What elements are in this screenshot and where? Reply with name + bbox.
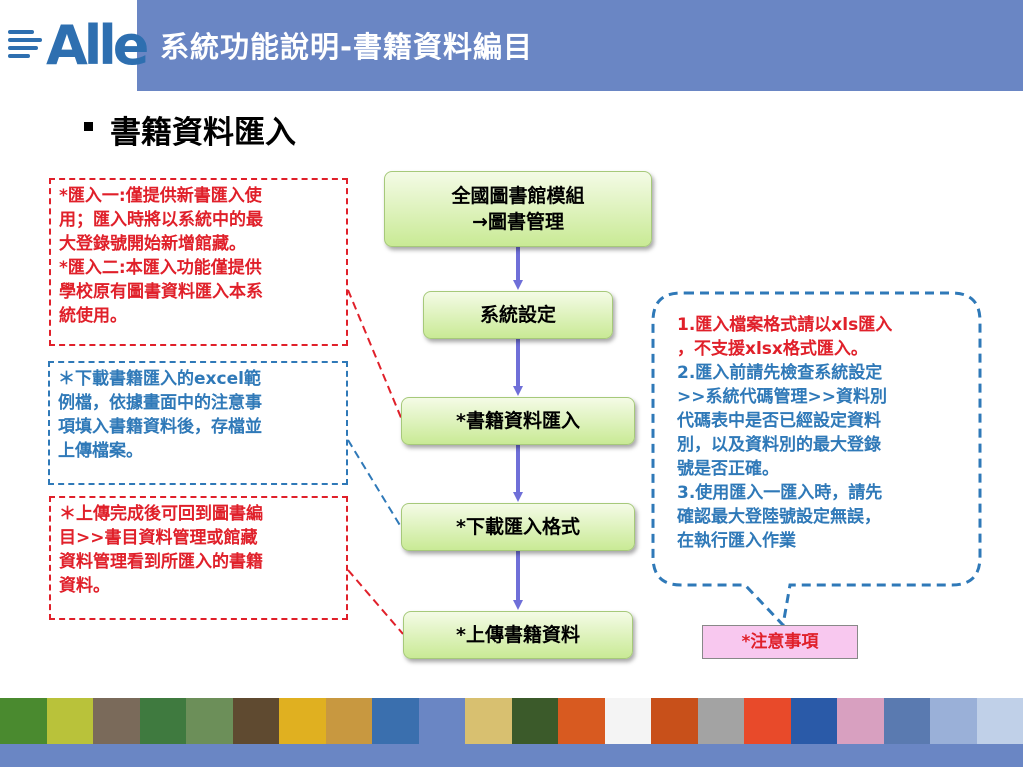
note2-connector	[347, 439, 402, 528]
note-line: 用；匯入時將以系統中的最	[59, 210, 263, 230]
footer-strip-tile	[0, 698, 47, 744]
footer-bar	[0, 744, 1023, 767]
footer-image-strip	[0, 698, 1023, 744]
flow-step-book-import: *書籍資料匯入	[401, 397, 635, 445]
footer-strip-tile	[279, 698, 326, 744]
note-line: 上傳檔案。	[58, 441, 143, 461]
note-line: 資料管理看到所匯入的書籍	[59, 552, 263, 572]
footer-strip-tile	[232, 698, 279, 744]
callout-line: 3.使用匯入一匯入時，請先	[677, 483, 883, 503]
note1-connector	[347, 289, 403, 421]
note-line: 統使用。	[59, 306, 127, 326]
logo: Alle	[0, 0, 149, 91]
callout-line: 在執行匯入作業	[677, 531, 796, 551]
note-line: 大登錄號開始新增館藏。	[59, 234, 246, 254]
caution-callout-text: 1.匯入檔案格式請以xls匯入 ，不支援xlsx格式匯入。 2.匯入前請先檢查系…	[677, 313, 959, 553]
footer-strip-tile	[93, 698, 140, 744]
note3-connector	[347, 569, 404, 635]
note-line: ＊上傳完成後可回到圖書編	[59, 504, 263, 524]
footer-strip-tile	[186, 698, 233, 744]
section-heading: 書籍資料匯入	[110, 115, 296, 151]
note-upload-complete: ＊上傳完成後可回到圖書編 目>>書目資料管理或館藏 資料管理看到所匯入的書籍 資…	[49, 496, 348, 620]
flow-step-label: →圖書管理	[472, 211, 564, 233]
note-import-modes: *匯入一:僅提供新書匯入使 用；匯入時將以系統中的最 大登錄號開始新增館藏。 *…	[49, 178, 348, 346]
footer-strip-tile	[558, 698, 605, 744]
caution-label: *注意事項	[702, 625, 858, 659]
callout-line: ，不支援xlsx格式匯入。	[677, 339, 868, 359]
footer-strip-tile	[511, 698, 558, 744]
logo-lines-icon	[8, 30, 42, 68]
footer-strip-tile	[744, 698, 791, 744]
flow-step-download-format: *下載匯入格式	[401, 503, 635, 551]
note-line: 學校原有圖書資料匯入本系	[59, 282, 263, 302]
logo-text: Alle	[46, 14, 149, 77]
callout-line: 1.匯入檔案格式請以xls匯入	[677, 315, 893, 335]
note-line: 例檔，依據畫面中的注意事	[58, 393, 262, 413]
note-download-template: ＊下載書籍匯入的excel範 例檔，依據畫面中的注意事 項填入書籍資料後，存檔並…	[48, 361, 348, 485]
callout-line: >>系統代碼管理>>資料別	[677, 387, 887, 407]
flow-step-upload-books: *上傳書籍資料	[403, 611, 633, 659]
footer-strip-tile	[418, 698, 465, 744]
footer-strip-tile	[651, 698, 698, 744]
note-line: *匯入一:僅提供新書匯入使	[59, 186, 262, 206]
footer-strip-tile	[697, 698, 744, 744]
footer-strip-tile	[976, 698, 1023, 744]
footer-strip-tile	[465, 698, 512, 744]
footer-strip-tile	[837, 698, 884, 744]
footer-strip-tile	[790, 698, 837, 744]
flow-step-label: 全國圖書館模組	[451, 185, 585, 207]
callout-line: 2.匯入前請先檢查系統設定	[677, 363, 883, 383]
callout-line: 號是否正確。	[677, 459, 779, 479]
footer-strip-tile	[372, 698, 419, 744]
footer-strip-tile	[930, 698, 977, 744]
flow-step-national-library-module: 全國圖書館模組 →圖書管理	[384, 171, 652, 247]
callout-line: 別，以及資料別的最大登錄	[677, 435, 881, 455]
callout-line: 確認最大登陸號設定無誤，	[677, 507, 881, 527]
note-line: 項填入書籍資料後，存檔並	[58, 417, 262, 437]
note-line: *匯入二:本匯入功能僅提供	[59, 258, 262, 278]
bullet-icon	[84, 122, 93, 131]
note-line: 目>>書目資料管理或館藏	[59, 528, 258, 548]
note-line: 資料。	[59, 576, 110, 596]
page-title: 系統功能說明-書籍資料編目	[160, 30, 534, 64]
note-line: ＊下載書籍匯入的excel範	[58, 369, 261, 389]
footer-strip-tile	[604, 698, 651, 744]
header-bar: Alle 系統功能說明-書籍資料編目	[0, 0, 1023, 91]
footer-strip-tile	[325, 698, 372, 744]
callout-line: 代碼表中是否已經設定資料	[677, 411, 881, 431]
footer-strip-tile	[139, 698, 186, 744]
footer-strip-tile	[46, 698, 93, 744]
flow-step-system-settings: 系統設定	[423, 291, 613, 339]
footer-strip-tile	[883, 698, 930, 744]
